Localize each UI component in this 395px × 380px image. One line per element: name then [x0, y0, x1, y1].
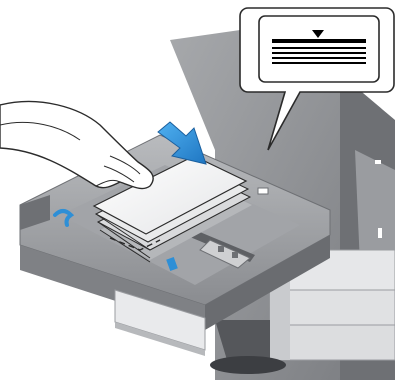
hand-illustration	[0, 102, 153, 189]
paper-limit-label	[258, 188, 268, 194]
